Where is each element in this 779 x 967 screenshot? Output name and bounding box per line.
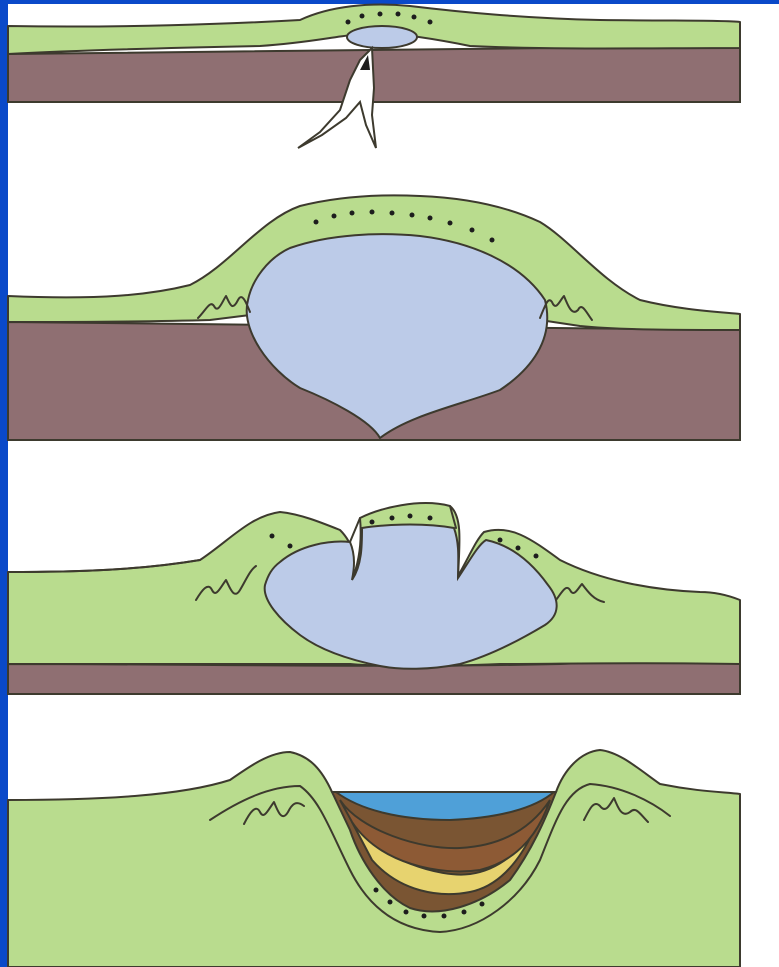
- magma-lens: [347, 26, 417, 48]
